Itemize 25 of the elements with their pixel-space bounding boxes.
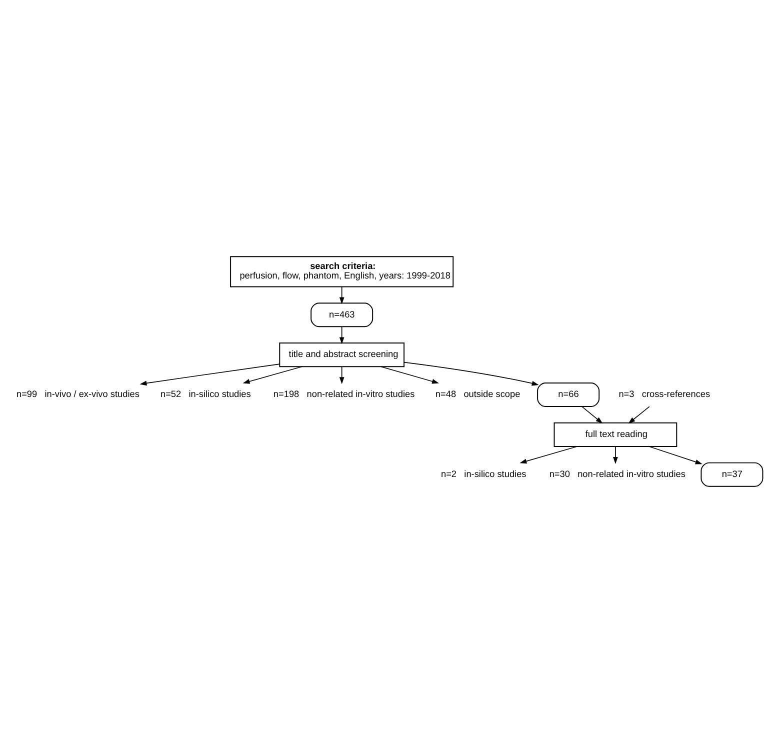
arrow	[140, 364, 280, 386]
node-box: search criteria: perfusion, flow, phantom, English, years: 1999-2018	[230, 256, 454, 288]
node-text: n=198 non-related in-vitro studies	[273, 389, 415, 400]
arrow	[404, 362, 539, 386]
arrow	[339, 326, 344, 344]
node-text: n=30 non-related in-vitro studies	[549, 469, 686, 480]
arrow	[242, 366, 302, 384]
node-text: n=52 in-silico studies	[160, 389, 251, 400]
arrow	[380, 366, 439, 384]
node-text: n=48 outside scope	[435, 389, 520, 400]
node-box: n=463	[310, 302, 374, 328]
arrow	[339, 286, 344, 304]
node-box: full text reading	[554, 422, 678, 447]
arrow	[520, 446, 578, 464]
arrow	[613, 446, 618, 464]
arrow	[628, 406, 650, 424]
arrow	[648, 446, 702, 464]
node-box: n=66	[537, 382, 600, 407]
node-box: n=37	[700, 462, 764, 487]
node-text: n=99 in-vivo / ex-vivo studies	[16, 389, 140, 400]
node-text: n=2 in-silico studies	[441, 469, 526, 480]
node-text: n=3 cross-references	[618, 389, 710, 400]
node-box: title and abstract screening	[279, 342, 404, 368]
arrow	[582, 406, 603, 424]
arrow	[339, 366, 344, 384]
